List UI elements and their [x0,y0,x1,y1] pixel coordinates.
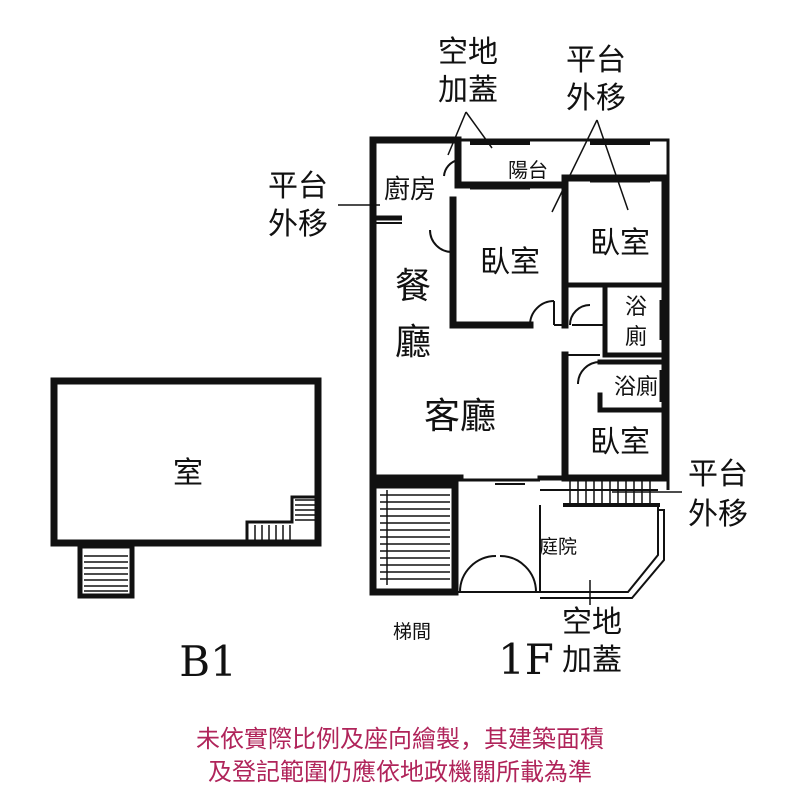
bottom-enclosure-note-1: 空地 [562,605,622,640]
kitchen-label: 廚房 [384,175,436,205]
b1-floor-label: B1 [179,637,237,686]
b1-outer-wall [50,377,322,547]
disclaimer-line-2: 及登記範圍仍應依地政機關所載為準 [208,758,592,786]
bath-b-door-swing [577,361,601,385]
bath-a-label-2: 廁 [625,325,647,350]
bath-a-label-1: 浴 [625,295,647,320]
garden-outline [540,504,659,593]
top-platform-note-2: 外移 [566,81,626,116]
dining-label-1: 餐 [395,266,431,307]
balcony-label: 陽台 [508,158,548,182]
stairwell-label: 梯間 [393,621,431,643]
stairwell [369,481,459,596]
balcony-door-swing [443,159,459,177]
b1-plan: 室 B1 [50,377,322,686]
kitchen-door-swing [429,229,453,253]
top-enclosure-note-1: 空地 [438,35,498,70]
bedroom-c-label: 臥室 [590,425,650,460]
right-platform-note-1: 平台 [688,457,748,492]
f1-plan: 廚房 陽台 臥室 臥室 臥室 餐 廳 客廳 浴 廁 浴廁 庭院 梯間 1F 空地… [268,35,748,684]
left-platform-note-1: 平台 [268,169,328,204]
bedroom-b-door-swing [569,304,591,326]
f1-floor-label: 1F [498,635,554,684]
bottom-enclosure-note-2: 加蓋 [562,643,622,678]
left-platform-note-2: 外移 [268,207,328,242]
bedroom-a-door-swing [529,300,555,326]
bedroom-b-label: 臥室 [590,226,650,261]
garden-double-door [455,555,540,593]
b1-external-stair [77,543,135,599]
top-platform-note-1: 平台 [566,43,626,78]
garden-label: 庭院 [539,536,577,558]
disclaimer-line-1: 未依實際比例及座向繪製，其建築面積 [196,725,604,753]
living-label: 客廳 [424,396,496,437]
bedroom-a-label: 臥室 [480,245,540,280]
bath-b-label: 浴廁 [614,375,658,400]
dining-label-2: 廳 [395,322,431,363]
bedroom-a-wall [449,196,534,329]
top-enclosure-note-2: 加蓋 [438,73,498,108]
b1-room-label: 室 [173,456,203,491]
leader-lines [338,111,682,605]
right-platform-note-2: 外移 [688,497,748,532]
b1-internal-stair [245,495,320,545]
